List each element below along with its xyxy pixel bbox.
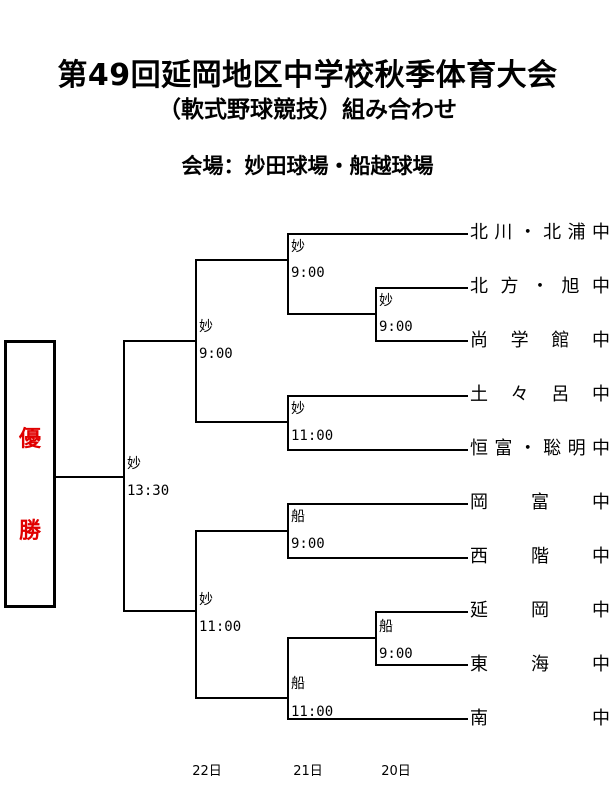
- team-name-char: 浦: [567, 222, 586, 243]
- match-line: [195, 259, 289, 261]
- team-name-char: 明: [567, 438, 586, 459]
- team-line: [287, 449, 468, 451]
- match-r2c-time: 9:00: [291, 536, 325, 552]
- match-r1b-venue: 船: [379, 619, 393, 635]
- team-0: 北川・北浦中: [470, 221, 610, 245]
- match-line: [123, 610, 197, 612]
- team-name-char: 聡: [543, 438, 562, 459]
- team-name-char: 階: [531, 546, 549, 567]
- team-line: [375, 287, 468, 289]
- team-line: [287, 503, 468, 505]
- match-line: [123, 340, 197, 342]
- venue-info: 会場：妙田球場・船越球場: [181, 154, 434, 178]
- match-line: [287, 313, 377, 315]
- champion-char-2: 勝: [18, 519, 41, 544]
- team-name-char: 館: [551, 330, 570, 351]
- match-r3a-venue: 妙: [199, 319, 213, 335]
- team-name-char: 南: [470, 708, 488, 729]
- match-line: [195, 421, 289, 423]
- day-label-20: 20日: [381, 764, 411, 779]
- team-name-char: 方: [500, 276, 519, 297]
- day-label-21: 21日: [293, 764, 323, 779]
- tournament-subtitle: （軟式野球競技）組み合わせ: [158, 97, 457, 123]
- team-7: 延岡中: [470, 599, 610, 623]
- match-line: [287, 637, 289, 720]
- team-line: [287, 233, 468, 235]
- match-r3a-time: 9:00: [199, 346, 233, 362]
- match-r2b-time: 11:00: [291, 428, 334, 444]
- team-name-char: 中: [592, 546, 610, 567]
- team-name-char: 北: [543, 222, 562, 243]
- match-line: [195, 530, 197, 699]
- team-name-char: 中: [591, 438, 610, 459]
- team-5: 岡富中: [470, 491, 610, 515]
- match-r1b-time: 9:00: [379, 646, 413, 662]
- team-name-char: 々: [510, 384, 529, 405]
- team-line: [375, 664, 468, 666]
- match-final-venue: 妙: [127, 456, 141, 472]
- team-name-char: 北: [470, 276, 488, 297]
- match-r3b-venue: 妙: [199, 592, 213, 608]
- team-name-char: 富: [494, 438, 513, 459]
- team-name-char: 岡: [470, 492, 488, 513]
- team-name-char: 中: [591, 222, 610, 243]
- team-1: 北方・旭中: [470, 275, 610, 299]
- team-name-char: 呂: [551, 384, 570, 405]
- team-name-char: 中: [592, 708, 610, 729]
- team-4: 恒富・聡明中: [470, 437, 610, 461]
- team-name-char: 恒: [470, 438, 488, 459]
- team-2: 尚 学 館中: [470, 329, 610, 353]
- match-r2b-venue: 妙: [291, 401, 305, 417]
- team-name-char: 西: [470, 546, 488, 567]
- team-name-char: 川: [494, 222, 513, 243]
- team-3: 土 々 呂中: [470, 383, 610, 407]
- match-final-time: 13:30: [127, 483, 170, 499]
- match-line: [195, 530, 289, 532]
- team-name-char: 学: [510, 330, 529, 351]
- team-line: [287, 395, 468, 397]
- team-name-char: ・: [531, 276, 549, 297]
- day-label-22: 22日: [192, 764, 222, 779]
- match-line: [287, 637, 377, 639]
- team-line: [375, 340, 468, 342]
- team-name-char: 富: [531, 492, 549, 513]
- team-9: 南中: [470, 707, 610, 731]
- team-name-char: ・: [518, 222, 537, 243]
- team-name-char: ・: [518, 438, 537, 459]
- team-name-char: 中: [592, 600, 610, 621]
- match-r2a-venue: 妙: [291, 239, 305, 255]
- tournament-title: 第49回延岡地区中学校秋季体育大会: [57, 58, 558, 93]
- team-line: [287, 557, 468, 559]
- team-name-char: 延: [470, 600, 488, 621]
- team-6: 西階中: [470, 545, 610, 569]
- team-name-char: 岡: [531, 600, 549, 621]
- team-name-char: 中: [592, 492, 610, 513]
- team-8: 東海中: [470, 653, 610, 677]
- team-name-char: 中: [591, 384, 610, 405]
- team-name-char: 中: [591, 330, 610, 351]
- match-r2a-time: 9:00: [291, 265, 325, 281]
- match-r2c-venue: 船: [291, 509, 305, 525]
- match-r2d-venue: 船: [291, 676, 305, 692]
- team-name-char: 中: [592, 276, 610, 297]
- team-line: [375, 611, 468, 613]
- final-line: [56, 476, 125, 478]
- champion-box: 優 勝: [4, 340, 56, 608]
- team-line: [287, 718, 468, 720]
- match-line: [195, 697, 289, 699]
- team-name-char: 旭: [561, 276, 580, 297]
- champion-char-1: 優: [18, 427, 41, 452]
- match-r1a-venue: 妙: [379, 293, 393, 309]
- match-r3b-time: 11:00: [199, 619, 242, 635]
- team-name-char: 東: [470, 654, 488, 675]
- team-name-char: 中: [592, 654, 610, 675]
- match-line: [287, 395, 289, 451]
- team-name-char: 尚: [470, 330, 488, 351]
- team-name-char: 土: [470, 384, 488, 405]
- match-r1a-time: 9:00: [379, 319, 413, 335]
- team-name-char: 海: [531, 654, 549, 675]
- match-r2d-time: 11:00: [291, 704, 334, 720]
- team-name-char: 北: [470, 222, 488, 243]
- match-line: [287, 233, 289, 315]
